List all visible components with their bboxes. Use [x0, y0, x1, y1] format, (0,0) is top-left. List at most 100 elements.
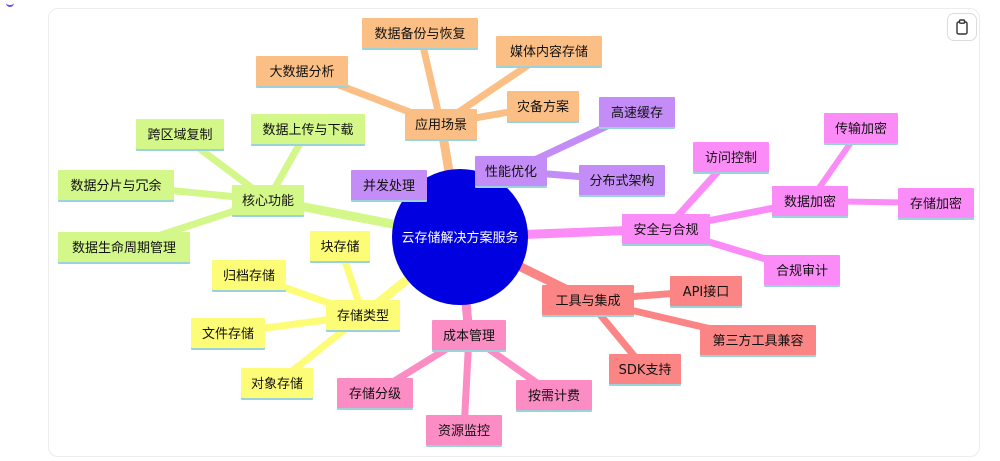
corner-mark: [6, 0, 14, 7]
node-box: [622, 214, 710, 244]
leaf-apps-1[interactable]: 大数据分析: [256, 56, 348, 88]
node-label: 数据上传与下载: [262, 123, 353, 138]
branch-tools[interactable]: 工具与集成: [542, 285, 634, 317]
node-box: [693, 142, 769, 172]
node-box: [496, 36, 602, 66]
node-label: 大数据分析: [269, 65, 334, 80]
leaf-security-1[interactable]: 数据加密: [772, 186, 848, 218]
node-label: 跨区域复制: [147, 128, 212, 143]
leaf-apps-0[interactable]: 数据备份与恢复: [362, 18, 478, 50]
node-box: [241, 368, 313, 398]
node-box: [58, 170, 174, 200]
leaf-types-1[interactable]: 归档存储: [212, 260, 286, 292]
leaf-types-0[interactable]: 块存储: [310, 231, 370, 263]
node-label: 高速缓存: [611, 105, 663, 121]
leaf-perf-2[interactable]: 并发处理: [351, 170, 427, 202]
leaf-perf-0[interactable]: 高速缓存: [599, 97, 675, 129]
node-box: [405, 109, 477, 139]
center-node[interactable]: [392, 169, 528, 305]
node-label: 对象存储: [251, 377, 303, 392]
leaf-tools-2[interactable]: SDK支持: [609, 354, 681, 386]
leaf-core-2[interactable]: 数据分片与冗余: [58, 170, 174, 202]
node-box: [898, 188, 974, 218]
node-label: 数据分片与冗余: [70, 178, 161, 194]
node-box: [212, 260, 286, 290]
branch-cost[interactable]: 成本管理: [432, 320, 506, 352]
node-label: 存储加密: [910, 196, 962, 212]
node-box: [251, 114, 365, 144]
node-label: 成本管理: [443, 329, 495, 344]
leaf-security-2[interactable]: 合规审计: [764, 255, 840, 287]
node-label: 资源监控: [438, 424, 490, 439]
node-label: 按需计费: [528, 389, 580, 404]
node-label: API接口: [683, 284, 730, 300]
node-box: [516, 380, 592, 410]
center-label: 云存储解决方案服务: [401, 230, 518, 246]
clipboard-icon: [956, 19, 968, 35]
node-label: 传输加密: [835, 121, 887, 137]
node-box: [609, 354, 681, 384]
leaf-security-0[interactable]: 访问控制: [693, 142, 769, 174]
node-label: 分布式架构: [589, 174, 654, 189]
node-label: 并发处理: [363, 178, 415, 194]
node-box: [475, 156, 547, 186]
node-label: 归档存储: [223, 269, 275, 284]
node-box: [700, 325, 816, 355]
leaf-types-2[interactable]: 文件存储: [191, 318, 265, 350]
node-label: 应用场景: [415, 117, 467, 133]
node-box: [191, 318, 265, 348]
node-box: [432, 320, 506, 350]
leaf-apps-3[interactable]: 灾备方案: [507, 91, 579, 123]
node-label: 块存储: [320, 240, 359, 255]
leaf-security-grand-1[interactable]: 存储加密: [898, 188, 974, 220]
node-box: [326, 300, 400, 330]
node-label: 数据生命周期管理: [72, 240, 176, 256]
node-label: 安全与合规: [633, 222, 698, 238]
node-box: [507, 91, 579, 121]
node-box: [824, 113, 898, 143]
branch-core[interactable]: 核心功能: [232, 185, 304, 217]
node-label: 工具与集成: [555, 293, 620, 309]
leaf-perf-1[interactable]: 分布式架构: [579, 165, 665, 197]
leaf-cost-2[interactable]: 按需计费: [516, 380, 592, 412]
node-box: [256, 56, 348, 86]
node-box: [232, 185, 304, 215]
node-box: [670, 276, 742, 306]
branch-security[interactable]: 安全与合规: [622, 214, 710, 246]
leaf-apps-2[interactable]: 媒体内容存储: [496, 36, 602, 68]
node-label: 存储分级: [349, 387, 401, 402]
node-box: [351, 170, 427, 200]
leaf-cost-0[interactable]: 存储分级: [337, 378, 413, 410]
leaf-tools-0[interactable]: API接口: [670, 276, 742, 308]
node-box: [764, 255, 840, 285]
leaf-core-3[interactable]: 数据生命周期管理: [58, 232, 190, 264]
leaf-core-1[interactable]: 跨区域复制: [136, 119, 224, 151]
leaf-core-0[interactable]: 数据上传与下载: [251, 114, 365, 146]
leaf-cost-1[interactable]: 资源监控: [426, 415, 502, 447]
node-label: 媒体内容存储: [510, 44, 588, 60]
node-label: 存储类型: [337, 309, 389, 324]
node-box: [58, 232, 190, 262]
leaf-types-3[interactable]: 对象存储: [241, 368, 313, 400]
branch-perf[interactable]: 性能优化: [475, 156, 547, 188]
node-label: 核心功能: [242, 194, 294, 209]
node-box: [362, 18, 478, 48]
node-box: [310, 231, 370, 261]
leaf-security-grand-0[interactable]: 传输加密: [824, 113, 898, 145]
node-label: SDK支持: [619, 363, 672, 378]
node-label: 文件存储: [202, 327, 254, 342]
node-label: 访问控制: [705, 151, 757, 166]
branch-apps[interactable]: 应用场景: [405, 109, 477, 141]
node-box: [579, 165, 665, 195]
node-box: [599, 97, 675, 127]
node-label: 数据加密: [784, 194, 836, 210]
node-box: [542, 285, 634, 315]
branch-types[interactable]: 存储类型: [326, 300, 400, 332]
node-box: [772, 186, 848, 216]
copy-button[interactable]: [947, 13, 977, 41]
node-box: [337, 378, 413, 408]
leaf-tools-1[interactable]: 第三方工具兼容: [700, 325, 816, 357]
node-label: 数据备份与恢复: [374, 26, 465, 42]
node-label: 性能优化: [485, 165, 537, 180]
